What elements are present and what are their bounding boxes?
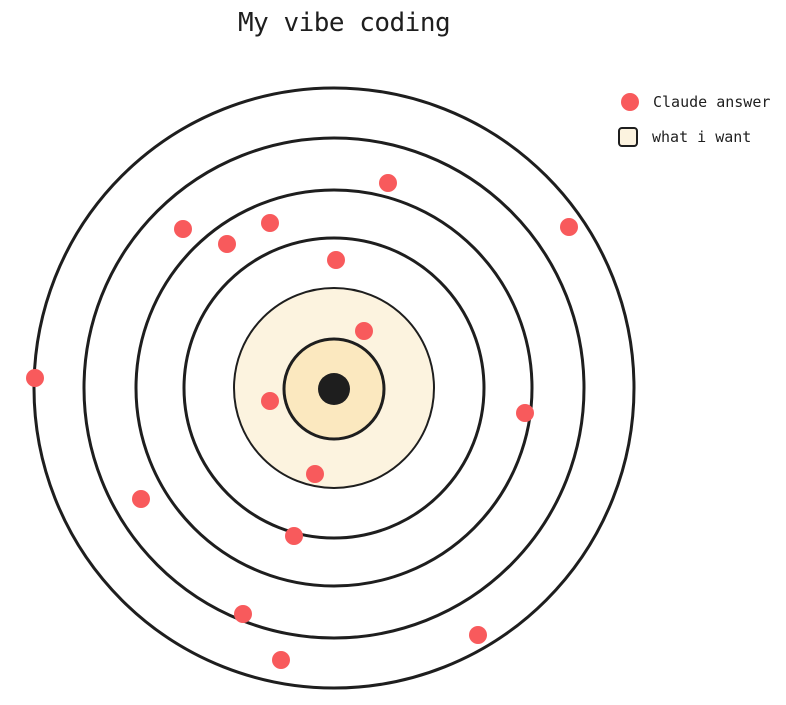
claude-answer-dot — [261, 214, 279, 232]
claude-answer-dot — [132, 490, 150, 508]
claude-answer-dot — [26, 369, 44, 387]
claude-answer-dot — [285, 527, 303, 545]
answers-group — [26, 174, 578, 669]
claude-answer-dot — [174, 220, 192, 238]
bullseye-center — [318, 373, 350, 405]
outer-ring-1 — [32, 86, 636, 690]
red-dot-icon — [621, 93, 639, 111]
claude-answer-dot — [272, 651, 290, 669]
claude-answer-dot — [218, 235, 236, 253]
claude-answer-dot — [234, 605, 252, 623]
legend: Claude answer what i want — [618, 88, 778, 158]
outer-ring-3 — [134, 188, 534, 588]
legend-label: Claude answer — [653, 93, 771, 111]
claude-answer-dot — [516, 404, 534, 422]
claude-answer-dot — [469, 626, 487, 644]
cream-square-icon — [618, 127, 638, 147]
legend-item-answer: Claude answer — [618, 88, 778, 116]
legend-label: what i want — [652, 128, 752, 146]
claude-answer-dot — [355, 322, 373, 340]
claude-answer-dot — [306, 465, 324, 483]
rings-group — [32, 86, 636, 690]
claude-answer-dot — [560, 218, 578, 236]
outer-ring-4 — [182, 236, 486, 540]
legend-item-want: what i want — [618, 123, 778, 151]
claude-answer-dot — [327, 251, 345, 269]
outer-ring-2 — [82, 136, 586, 640]
diagram-title: My vibe coding — [238, 8, 451, 38]
claude-answer-dot — [261, 392, 279, 410]
claude-answer-dot — [379, 174, 397, 192]
